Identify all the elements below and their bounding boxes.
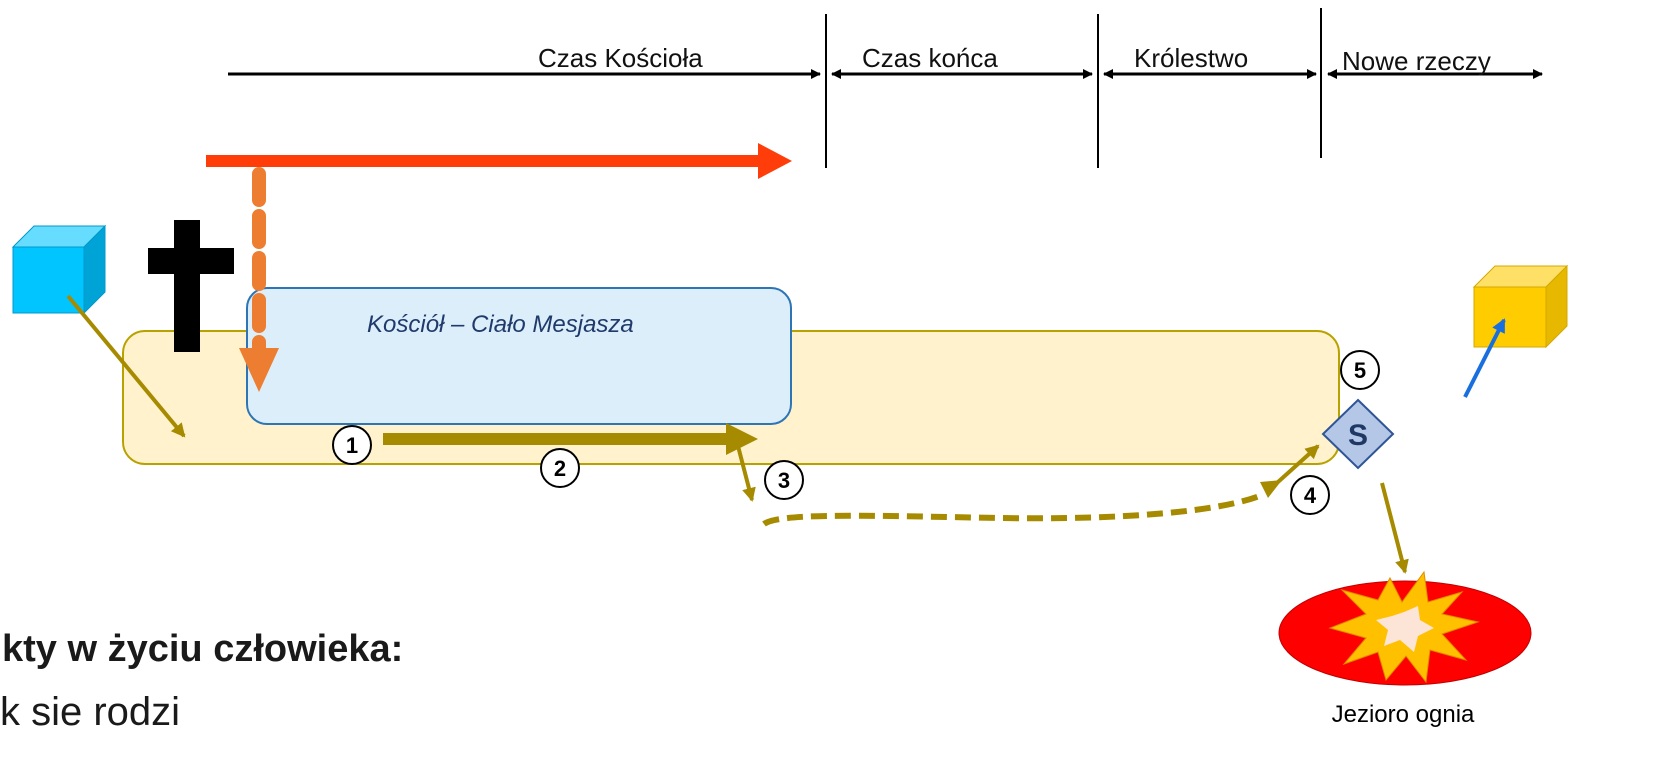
period-label-end-times: Czas końca — [862, 43, 998, 73]
church-box-label: Kościół – Ciało Mesjasza — [367, 311, 634, 338]
period-label-kingdom: Królestwo — [1134, 43, 1248, 73]
step-marker-2: 2 — [540, 448, 580, 488]
judgment-marker-label: S — [1348, 419, 1368, 452]
step-marker-1: 1 — [332, 425, 372, 465]
points-heading: kty w życiu człowieka: — [2, 628, 404, 670]
cross-icon — [148, 220, 234, 352]
birth-arrow — [66, 294, 186, 438]
step-marker-4: 4 — [1290, 475, 1330, 515]
gold-cube-icon — [1472, 264, 1569, 349]
judgment-approach-arrow — [1276, 444, 1320, 484]
resurrection-dashed-path-head — [1260, 480, 1282, 498]
points-line-1: k sie rodzi — [0, 690, 181, 734]
explosion-icon — [1278, 570, 1532, 686]
timeline: Czas Kościoła Czas końca Królestwo Nowe … — [228, 8, 1543, 168]
death-arrow — [736, 445, 756, 502]
resurrection-dashed-path — [762, 492, 1264, 527]
period-label-new-things: Nowe rzeczy — [1342, 46, 1491, 76]
svg-text:4: 4 — [1304, 483, 1317, 508]
lake-arrow — [1380, 482, 1409, 574]
eternal-life-arrow — [1463, 318, 1506, 398]
step-marker-5: 5 — [1340, 350, 1380, 390]
red-arrow — [206, 143, 792, 179]
orange-dashed-arrow — [239, 167, 279, 392]
blue-cube-icon — [11, 224, 107, 315]
period-label-church-age: Czas Kościoła — [538, 43, 703, 73]
svg-text:5: 5 — [1354, 358, 1366, 383]
church-box: Kościół – Ciało Mesjasza — [246, 287, 792, 425]
svg-text:2: 2 — [554, 456, 566, 481]
svg-text:3: 3 — [778, 468, 790, 493]
judgment-marker: S — [1321, 398, 1395, 470]
life-path-arrow — [383, 423, 758, 455]
lake-of-fire-label: Jezioro ognia — [1332, 701, 1475, 728]
svg-text:1: 1 — [346, 433, 358, 458]
step-marker-3: 3 — [764, 460, 804, 500]
